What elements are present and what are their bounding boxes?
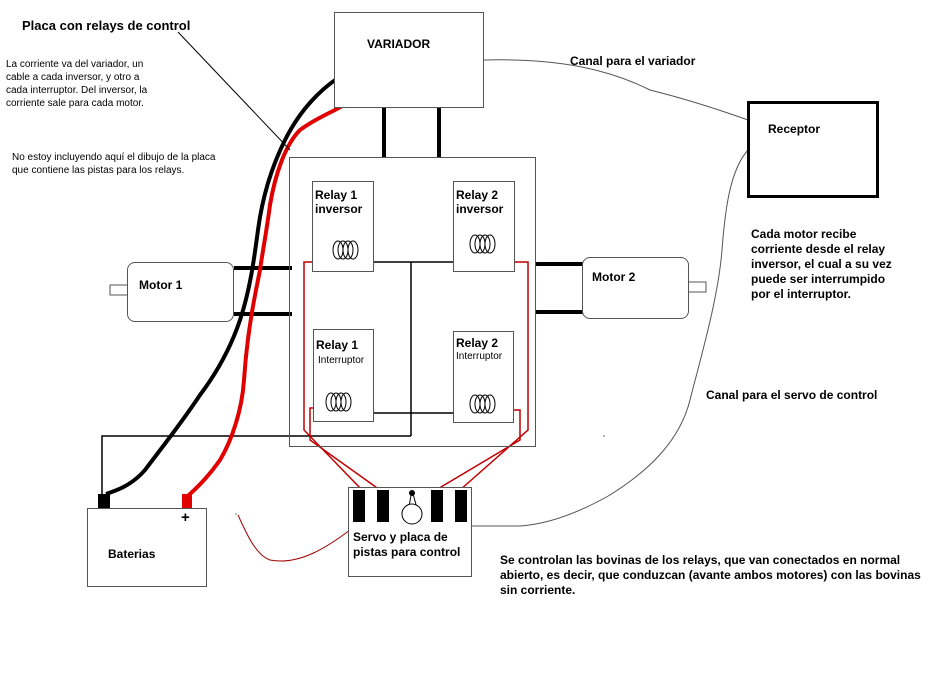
coil-icon (325, 392, 352, 412)
variador-channel-line (483, 59, 749, 121)
relay2-interruptor-label1: Relay 2 (456, 336, 499, 350)
motor2-box: Motor 2 (582, 257, 689, 319)
coil-icon (469, 234, 496, 254)
coil-icon (469, 394, 496, 414)
servo-label1: Servo y placa de (353, 530, 448, 544)
relay1-inversor-label2: inversor (315, 202, 363, 216)
relay2-inversor: Relay 2 inversor (453, 181, 515, 272)
servo-label2: pistas para control (353, 545, 461, 559)
battery-box: Baterias + (87, 508, 207, 587)
battery-negative-wire-thin (101, 435, 411, 494)
relay2-interruptor: Relay 2 Interruptor (453, 331, 514, 423)
relay1-inversor-label1: Relay 1 (315, 188, 358, 202)
canal-variador-label: Canal para el variador (570, 54, 696, 68)
motor2-shaft (687, 281, 707, 293)
red-wire-right-inner (435, 409, 521, 491)
variador-label: VARIADOR (367, 37, 431, 51)
servo-box: Servo y placa de pistas para control (348, 487, 472, 577)
relay2-interruptor-label2: Interruptor (456, 351, 503, 362)
servo-track (377, 490, 389, 522)
relay2-inversor-label1: Relay 2 (456, 188, 499, 202)
relay1-interruptor: Relay 1 Interruptor (313, 329, 374, 422)
canal-servo-label: Canal para el servo de control (706, 388, 878, 402)
variador-box: VARIADOR (334, 12, 484, 108)
receptor-box: Receptor (747, 101, 879, 198)
battery-positive-terminal (182, 494, 192, 508)
relay1-interruptor-label1: Relay 1 (316, 338, 359, 352)
motor1-shaft (109, 284, 129, 296)
servo-channel-line (472, 149, 749, 527)
diagram-title: Placa con relays de control (22, 18, 191, 33)
battery-black-wire (105, 74, 353, 496)
coil-icon (332, 240, 359, 260)
servo-arm-icon (401, 489, 423, 525)
title-pointer-line (177, 31, 291, 151)
note-current-flow: La corriente va del variador, un cable a… (6, 59, 148, 109)
relay-board (289, 157, 536, 447)
motor1-label: Motor 1 (139, 278, 183, 292)
motor1-box: Motor 1 (127, 262, 234, 322)
relay2-inversor-label2: inversor (456, 202, 504, 216)
relay1-interruptor-label2: Interruptor (318, 355, 365, 366)
note-not-included: No estoy incluyendo aquí el dibujo de la… (12, 152, 216, 176)
relay1-inversor: Relay 1 inversor (312, 181, 374, 272)
servo-track (431, 490, 443, 522)
battery-red-wire (186, 90, 360, 498)
note-motor-current: Cada motor recibe corriente desde el rel… (751, 227, 892, 301)
battery-plus-sign: + (181, 509, 190, 526)
battery-label: Baterias (108, 547, 156, 561)
motor2-label: Motor 2 (592, 270, 636, 284)
servo-track (353, 490, 365, 522)
servo-track (455, 490, 467, 522)
red-wire-left-outer (303, 261, 363, 491)
receptor-label: Receptor (768, 122, 821, 136)
battery-negative-terminal (98, 494, 110, 508)
note-coils: Se controlan las bovinas de los relays, … (500, 553, 921, 597)
red-wire-right-outer (459, 261, 529, 491)
